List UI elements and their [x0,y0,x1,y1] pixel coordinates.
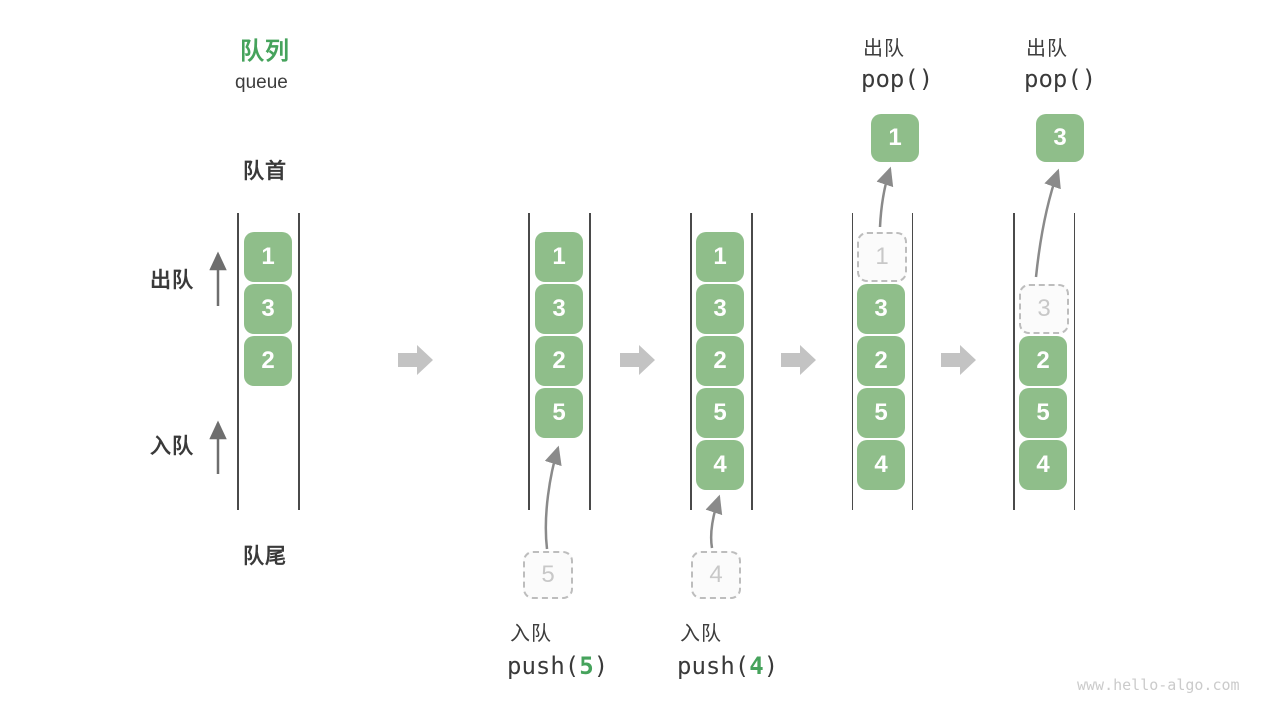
op-pop1-label: 出队 [863,38,905,60]
popped-cell: 1 [871,114,919,162]
staging-cell: 4 [691,551,741,599]
queue-wall-line [1073,213,1075,510]
ghost-slot-cell: 1 [857,232,907,282]
state-transition-arrow-icon [398,345,433,375]
queue-cell: 3 [535,284,583,334]
watermark: www.hello-algo.com [1077,676,1240,694]
queue-wall-line [751,213,753,510]
pop3-arrow-icon [1034,168,1061,278]
queue-cell: 2 [535,336,583,386]
queue-cell: 3 [696,284,744,334]
queue-cell: 3 [857,284,905,334]
ghost-slot-cell: 3 [1019,284,1069,334]
code-close: ) [593,652,609,680]
op-push4-label: 入队 [680,623,722,645]
queue-cell: 5 [535,388,583,438]
queue-wall-line [528,213,530,510]
queue-cell: 2 [857,336,905,386]
label-dequeue-side: 出队 [150,269,194,292]
queue-wall-line [690,213,692,510]
queue-cell: 5 [696,388,744,438]
queue-cell: 3 [244,284,292,334]
popped-cell: 3 [1036,114,1084,162]
op-pop2-label: 出队 [1026,38,1068,60]
state-transition-arrow-icon [781,345,816,375]
op-pop2-code: pop() [1024,65,1097,93]
state-transition-arrow-icon [620,345,655,375]
queue-wall-line [298,213,300,510]
diagram-title-en: queue [235,72,288,93]
push4-arrow-icon [705,494,723,549]
queue-cell: 1 [696,232,744,282]
op-push4-code: push(4) [677,652,778,680]
queue-cell: 5 [857,388,905,438]
code-arg: 5 [579,652,594,680]
queue-cell: 4 [696,440,744,490]
queue-cell: 2 [244,336,292,386]
queue-wall-line [237,213,239,510]
state-transition-arrow-icon [941,345,976,375]
queue-cell: 4 [857,440,905,490]
queue-wall-line [851,213,853,510]
code-close: ) [763,652,779,680]
label-queue-rear: 队尾 [243,545,287,568]
queue-wall-line [1013,213,1015,510]
label-queue-front: 队首 [243,160,287,183]
queue-cell: 2 [1019,336,1067,386]
queue-cell: 5 [1019,388,1067,438]
queue-cell: 1 [244,232,292,282]
push5-arrow-icon [544,445,562,550]
code-fn: push( [677,652,750,680]
queue-cell: 1 [535,232,583,282]
queue-cell: 2 [696,336,744,386]
queue-wall-line [589,213,591,510]
queue-wall-line [911,213,913,510]
queue-cell: 4 [1019,440,1067,490]
pop1-arrow-icon [876,166,894,228]
code-arg: 4 [749,652,764,680]
diagram-title-zh: 队列 [240,38,290,65]
label-enqueue-side: 入队 [150,435,194,458]
op-push5-label: 入队 [510,623,552,645]
code-fn: push( [507,652,580,680]
op-pop1-code: pop() [861,65,934,93]
op-push5-code: push(5) [507,652,608,680]
staging-cell: 5 [523,551,573,599]
